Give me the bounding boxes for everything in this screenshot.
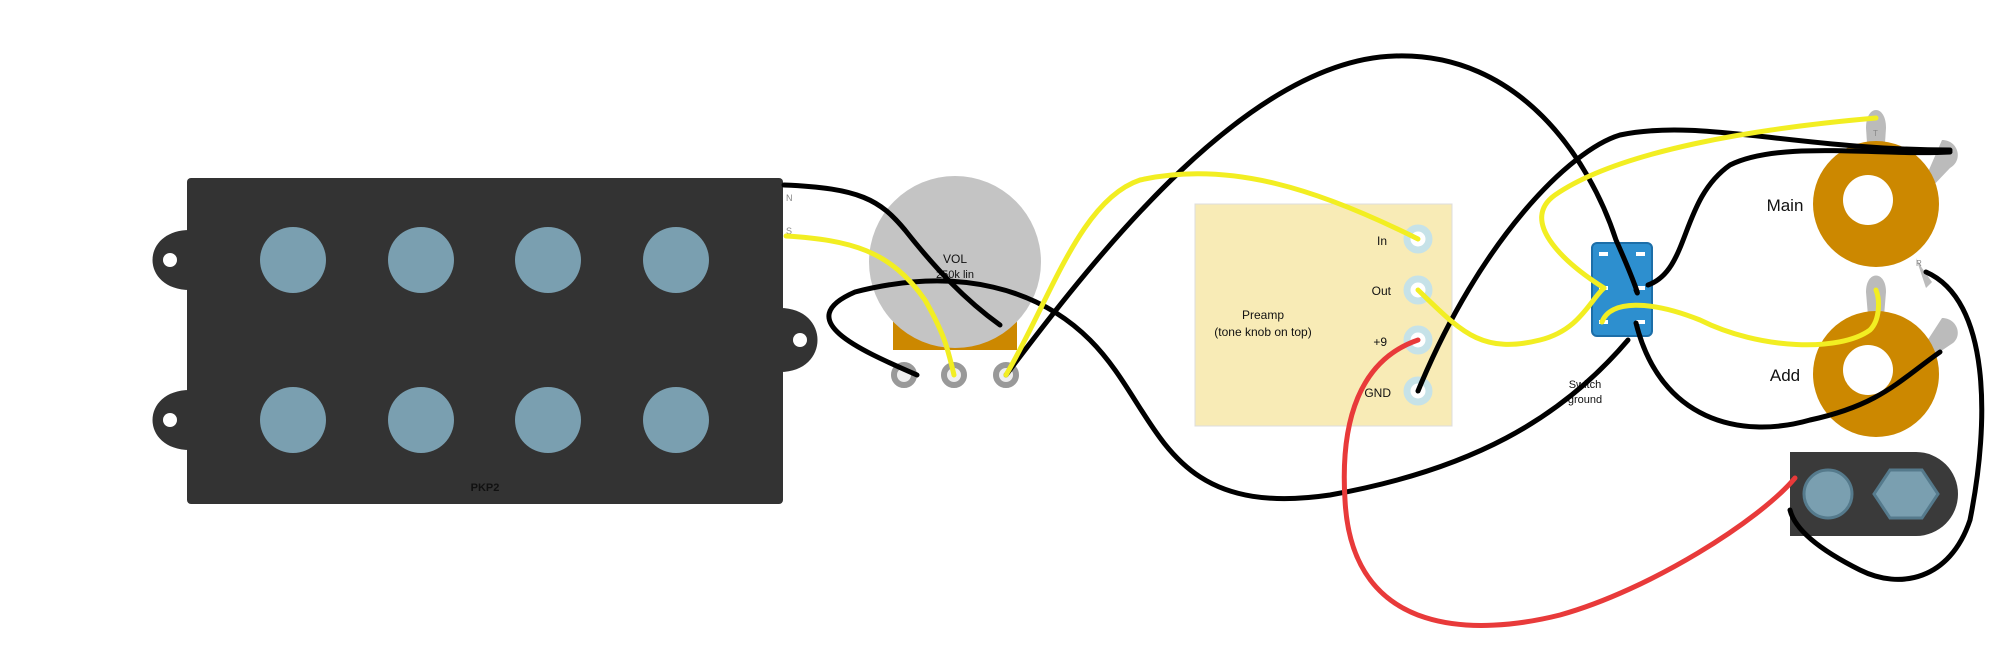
wire-red [1341, 337, 1798, 628]
pickup-model-label: PKP2 [471, 482, 500, 494]
pickup-body [187, 178, 783, 504]
pole-piece [260, 227, 326, 293]
wire-black [1633, 320, 1943, 430]
pole-piece [643, 387, 709, 453]
pickup-mount-ear-right [780, 308, 818, 372]
jack-add-hole [1843, 345, 1893, 395]
switch-terminal [1636, 286, 1645, 290]
pickup-lead-s-label: S [786, 226, 792, 236]
wire-yellow [1003, 171, 1421, 378]
switch-terminal [1636, 252, 1645, 256]
pickup: PKP2 N S [152, 178, 818, 504]
pole-piece [643, 227, 709, 293]
preamp-port-out-label: Out [1372, 284, 1392, 298]
pole-piece [515, 227, 581, 293]
jack-main-tip-label: T [1873, 129, 1878, 138]
jack-add-label: Add [1770, 366, 1800, 385]
wire-black [1645, 148, 1953, 288]
wires [781, 53, 1985, 628]
jack-main-label: Main [1767, 196, 1804, 215]
battery-clip [1790, 452, 1958, 536]
wire-black [1415, 127, 1953, 394]
jack-main: T Main R [1767, 110, 1958, 288]
volume-pot-knob [869, 176, 1041, 348]
pickup-mount-ear-bottom-left [152, 390, 190, 450]
pole-piece [388, 387, 454, 453]
pickup-lead-n-label: N [786, 193, 793, 203]
volume-pot-label: VOL [943, 252, 967, 266]
pole-piece [260, 387, 326, 453]
jack-main-ring-label: R [1916, 259, 1922, 268]
switch-terminal [1599, 252, 1608, 256]
preamp-port-in-label: In [1377, 234, 1387, 248]
wire-black [826, 278, 1631, 502]
wire-yellow [1539, 115, 1879, 291]
wire-black [1787, 269, 1985, 582]
battery-negative-terminal [1802, 468, 1854, 520]
pickup-mount-ear-top-left [152, 230, 190, 290]
preamp-title: Preamp [1242, 308, 1284, 322]
wire-black [781, 182, 1003, 328]
wire-yellow [1599, 287, 1881, 348]
wire-black [1003, 53, 1640, 378]
switch-terminal [1636, 320, 1645, 324]
switch-label-line2: ground [1568, 394, 1602, 406]
preamp-port-gnd-label: GND [1364, 386, 1391, 400]
jack-main-hole [1843, 175, 1893, 225]
switch: Switch ground [1568, 242, 1653, 406]
pole-piece [515, 387, 581, 453]
jack-add: Add [1770, 275, 1958, 437]
preamp-subtitle: (tone knob on top) [1214, 325, 1311, 339]
pole-piece [388, 227, 454, 293]
wire-yellow [783, 233, 957, 378]
battery-positive-terminal [1872, 468, 1940, 520]
wire-yellow [1415, 285, 1607, 347]
preamp: Preamp (tone knob on top) In Out +9 GND [1194, 203, 1453, 427]
preamp-port-9v-label: +9 [1373, 335, 1387, 349]
